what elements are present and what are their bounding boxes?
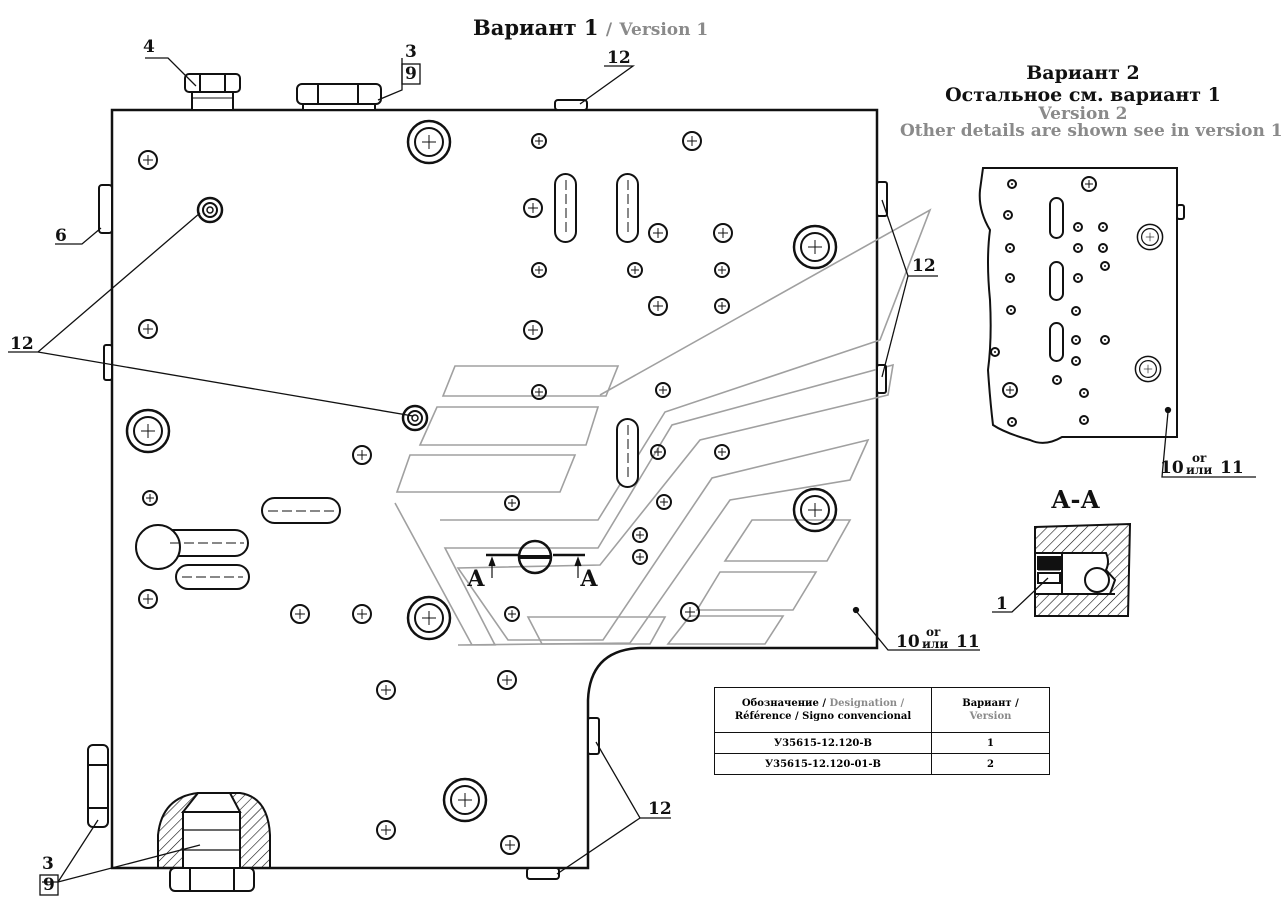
- callout-ili-main: или: [922, 637, 949, 651]
- section-aa-view: [1034, 522, 1132, 617]
- variant2-detail: [978, 167, 1185, 444]
- row-variant: 1: [931, 732, 1050, 754]
- fitting-3-bottom: [157, 792, 271, 892]
- section-aa-label: А-А: [1051, 485, 1101, 514]
- fitting-3-top: [296, 83, 382, 111]
- callout-ili-v2: или: [1186, 463, 1213, 477]
- header-variant: Вариант / Version: [931, 687, 1050, 733]
- callout-11-v2: 11: [1220, 458, 1244, 478]
- row-designation: У35615-12.120-01-В: [714, 753, 932, 775]
- title-variant-2-en: Version 2: [1038, 104, 1128, 124]
- logo-outline: [394, 208, 932, 646]
- header-variant-en: Version: [969, 711, 1012, 722]
- callout-or-v2: or: [1192, 451, 1207, 465]
- callout-10-v2: 10: [1160, 458, 1184, 478]
- designation-table: Обозначение / Designation / Référence / …: [714, 687, 1050, 775]
- callout-12-right: 12: [912, 256, 936, 276]
- header-designation: Обозначение / Designation / Référence / …: [714, 687, 932, 733]
- variant2-leader: [1161, 406, 1256, 478]
- header-designation-fr: Référence / Signo convencional: [734, 711, 912, 722]
- callout-3-bottom: 3: [42, 854, 54, 874]
- row-designation: У35615-12.120-В: [714, 732, 932, 754]
- fitting-3-left: [87, 744, 109, 828]
- title-variant-1: Вариант 1 / Version 1: [473, 17, 708, 39]
- side-plugs: [98, 181, 888, 880]
- callout-3-top: 3: [405, 42, 417, 62]
- callout-12-top: 12: [607, 48, 631, 68]
- plate-slots: [135, 173, 639, 590]
- table-row: У35615-12.120-01-В 2: [714, 753, 1050, 775]
- table-row: У35615-12.120-В 1: [714, 732, 1050, 754]
- row-variant: 2: [931, 753, 1050, 775]
- title-variant-2-note-en: Other details are shown see in version 1: [900, 121, 1283, 141]
- callout-4: 4: [143, 37, 155, 57]
- header-variant-ru: Вариант /: [962, 698, 1019, 709]
- callout-boxes: [39, 63, 421, 896]
- variant2-slots: [1049, 197, 1064, 362]
- section-aa-leader: [992, 577, 1049, 613]
- main-plate: [110, 108, 879, 870]
- section-marker-left: А: [467, 566, 485, 592]
- section-cut-marker: [486, 539, 585, 578]
- callout-9-top: 9: [405, 64, 417, 84]
- fitting-4-top: [184, 73, 241, 111]
- callout-1: 1: [996, 594, 1008, 614]
- callout-10-main: 10: [896, 632, 920, 652]
- callout-6: 6: [55, 226, 67, 246]
- title-variant-1-sep: /: [605, 20, 613, 40]
- section-marker-right: А: [580, 566, 598, 592]
- plug-12-top: [554, 99, 588, 111]
- leader-lines: [8, 57, 980, 883]
- header-designation-en: Designation /: [829, 698, 905, 709]
- table-header-row: Обозначение / Designation / Référence / …: [714, 687, 1050, 733]
- title-variant-2-ru: Вариант 2: [1026, 62, 1140, 84]
- title-variant-1-en: Version 1: [619, 20, 709, 40]
- callout-9-bottom: 9: [43, 875, 55, 895]
- title-variant-2-note-ru: Остальное см. вариант 1: [945, 84, 1221, 106]
- callout-12-bottom: 12: [648, 799, 672, 819]
- callout-11-main: 11: [956, 632, 980, 652]
- callout-or-main: or: [926, 625, 941, 639]
- callout-12-left: 12: [10, 334, 34, 354]
- header-designation-ru: Обозначение /: [741, 698, 826, 709]
- title-variant-1-ru: Вариант 1: [473, 15, 599, 40]
- title-variant-2: Вариант 2 Остальное см. вариант 1 Versio…: [900, 62, 1283, 141]
- slot-centerlines: [170, 180, 629, 578]
